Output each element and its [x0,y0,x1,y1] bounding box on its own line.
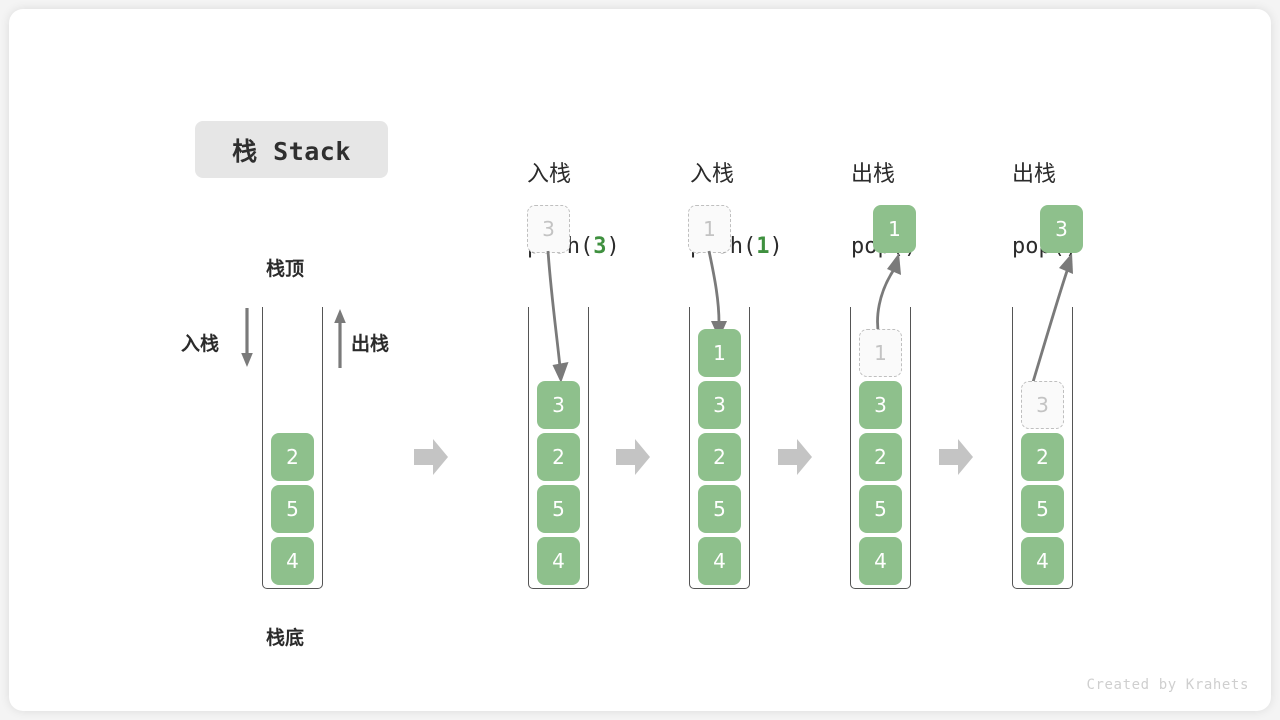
stack-container-pop-1 [850,307,911,589]
stack-cell: 3 [537,381,580,429]
stack-cell-removed: 1 [859,329,902,377]
stack-cell: 4 [698,537,741,585]
page-title: 栈 Stack [232,136,351,166]
credit-text: Created by Krahets [1086,677,1249,693]
stack-cell: 4 [537,537,580,585]
stack-bottom-label: 栈底 [266,627,305,649]
stack-cell-removed: 3 [1021,381,1064,429]
stack-cell: 4 [271,537,314,585]
stack-top-label: 栈顶 [266,258,305,280]
push-motion-arrow-3 [546,250,569,383]
stack-cell: 5 [271,485,314,533]
stack-container-push-3 [528,307,589,589]
pop-side-label: 出栈 [351,333,390,355]
floating-cell-push-3: 3 [527,205,570,253]
stack-cell: 2 [859,433,902,481]
stack-container-push-1 [689,307,750,589]
stack-cell: 4 [859,537,902,585]
flow-arrow-icon [778,439,812,475]
push-direction-arrow [241,308,253,367]
stack-cell: 2 [1021,433,1064,481]
stack-cell: 5 [859,485,902,533]
diagram-card: 栈 Stack 栈顶 入栈 出栈 2 5 4 栈底 [9,9,1271,711]
floating-cell-pop-1: 1 [873,205,916,253]
step-header-push-1: 入栈 push(1) [690,117,860,305]
stack-cell: 2 [537,433,580,481]
stack-cell: 5 [1021,485,1064,533]
pop-direction-arrow [334,309,346,368]
stack-cell: 5 [698,485,741,533]
flow-arrow-icon [939,439,973,475]
flow-arrow-icon [616,439,650,475]
stack-cell: 2 [698,433,741,481]
stack-cell: 2 [271,433,314,481]
stack-container-pop-3 [1012,307,1073,589]
push-side-label: 入栈 [181,333,220,355]
floating-cell-pop-3: 3 [1040,205,1083,253]
stack-cell: 4 [1021,537,1064,585]
stack-cell: 1 [698,329,741,377]
stack-cell: 3 [859,381,902,429]
stack-cell: 3 [698,381,741,429]
pop-motion-arrow-3 [1028,253,1073,393]
flow-arrow-icon [414,439,448,475]
stack-cell: 5 [537,485,580,533]
diagram-title-chip: 栈 Stack [195,121,388,178]
stack-container-initial [262,307,323,589]
floating-cell-push-1: 1 [688,205,731,253]
